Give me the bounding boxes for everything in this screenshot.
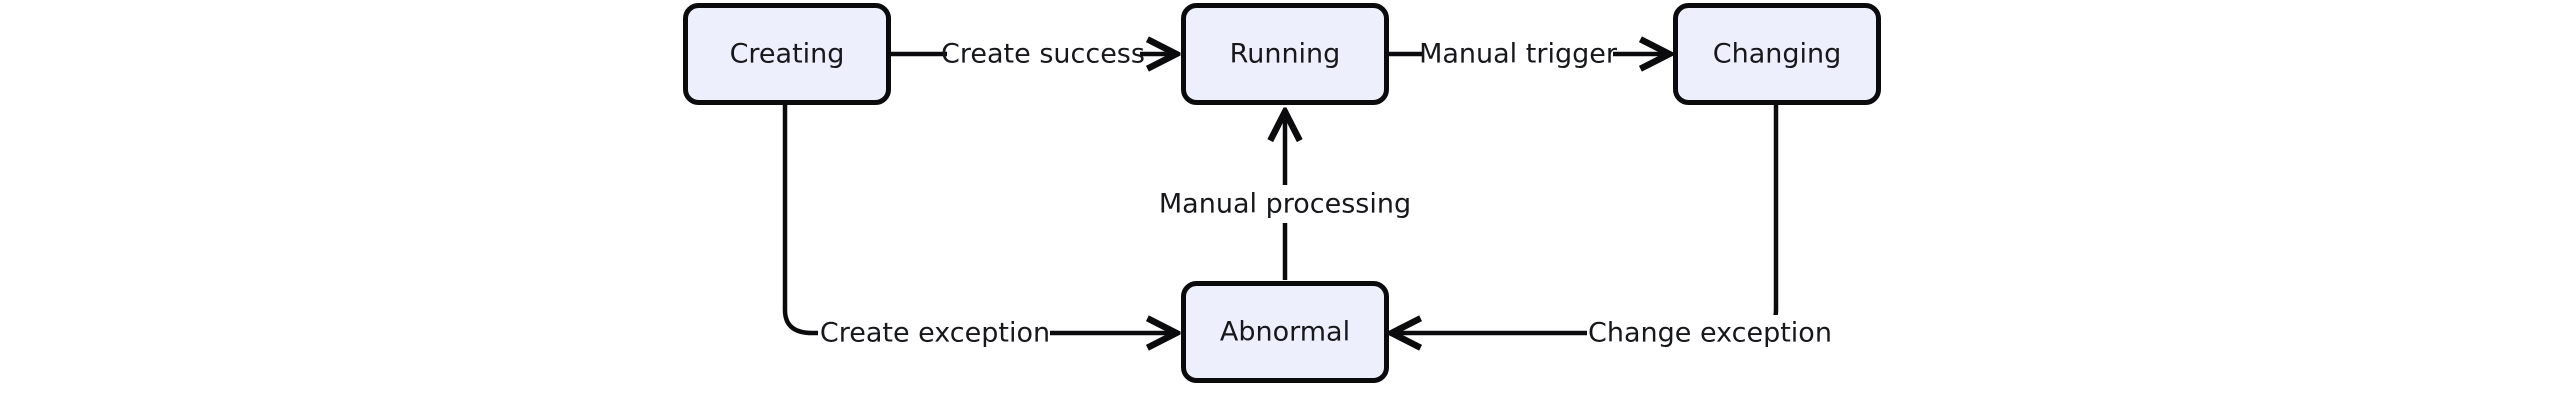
edge-create-success-label-bg (947, 36, 1140, 72)
edge-manual-trigger-label-bg (1423, 36, 1613, 72)
edge-change-exception-label: Change exception (1588, 318, 1832, 349)
edge-create-exception-line (782, 105, 1176, 333)
edge-manual-processing: Manual processing (1150, 112, 1420, 280)
node-abnormal-label: Abnormal (1220, 317, 1350, 348)
edge-change-exception: Change exception (1392, 105, 1834, 351)
node-changing-label: Changing (1713, 39, 1842, 70)
edge-create-success: Create success (890, 36, 1176, 72)
edge-manual-trigger: Manual trigger (1385, 36, 1669, 72)
edge-manual-processing-label: Manual processing (1159, 189, 1411, 220)
edge-create-exception-label-bg (818, 315, 1050, 351)
edge-manual-processing-label-bg (1150, 185, 1420, 223)
node-running-box[interactable] (1181, 3, 1389, 105)
edge-change-exception-label-bg (1587, 315, 1834, 351)
node-creating-box[interactable] (683, 3, 891, 105)
edge-manual-trigger-label: Manual trigger (1419, 39, 1618, 70)
node-running-label: Running (1230, 39, 1341, 70)
node-changing[interactable]: Changing (1673, 3, 1881, 105)
node-running[interactable]: Running (1181, 3, 1389, 105)
edge-change-exception-line (1392, 105, 1779, 333)
node-creating[interactable]: Creating (683, 3, 891, 105)
edge-create-success-label: Create success (941, 39, 1145, 70)
node-abnormal[interactable]: Abnormal (1181, 281, 1389, 383)
node-changing-box[interactable] (1673, 3, 1881, 105)
node-abnormal-box[interactable] (1181, 281, 1389, 383)
node-creating-label: Creating (730, 39, 845, 70)
edge-create-exception-label: Create exception (820, 318, 1050, 349)
edge-create-exception: Create exception (782, 105, 1176, 351)
